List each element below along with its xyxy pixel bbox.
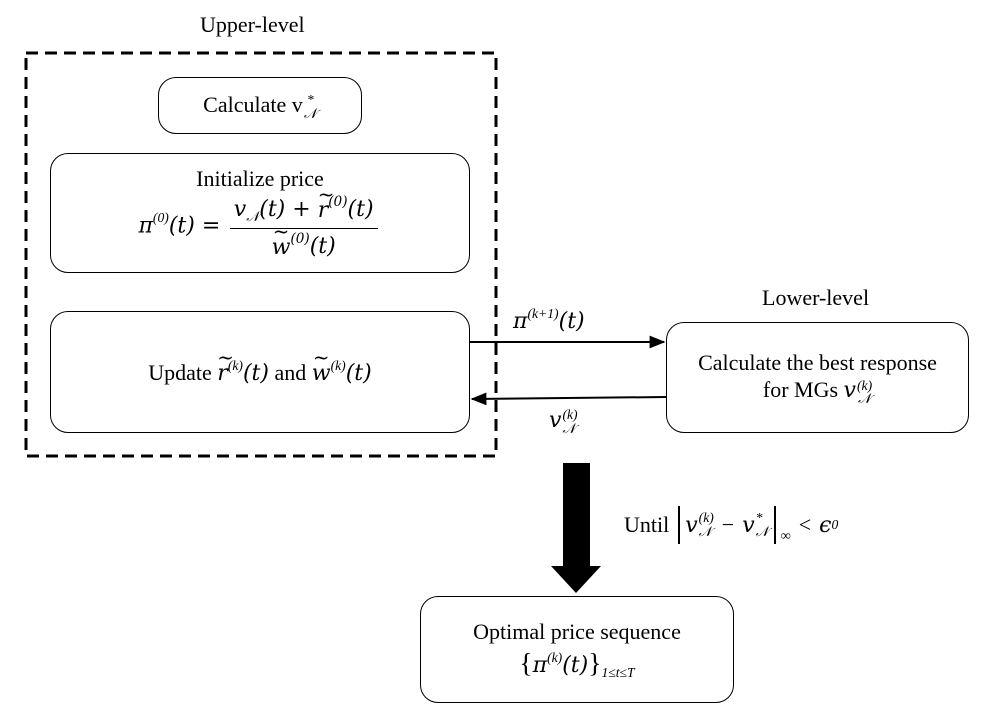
response-signal-label: v(k)𝒩 [549, 407, 578, 436]
price-signal-label: π(k+1)(t) [513, 306, 585, 335]
norm-bar-right [773, 506, 776, 544]
upper-level-label: Upper-level [200, 12, 305, 37]
norm-bar-left [678, 506, 681, 544]
price-fraction: v𝒩(t) + r(0)(t) w(0)(t) [229, 183, 378, 261]
initialize-price-box: Initialize price π(0)(t) = v𝒩(t) + r(0)(… [50, 153, 470, 273]
update-estimates-box: Update r(k)(t) and w(k)(t) [50, 311, 470, 433]
upper-level-dashed-frame [24, 51, 498, 458]
lower-level-label: Lower-level [762, 285, 870, 310]
best-response-line2: for MGs v(k)𝒩 [762, 377, 873, 407]
calculate-v-star-box: Calculate v*𝒩 [158, 77, 362, 134]
optimal-price-title: Optimal price sequence [473, 619, 681, 645]
calculate-v-star-text: Calculate v*𝒩 [203, 91, 317, 121]
optimal-price-set: {π(k)(t)}1≤t≤T [519, 646, 635, 680]
best-response-box: Calculate the best response for MGs v(k)… [666, 322, 969, 433]
arrow-to-upper-level [470, 392, 667, 406]
optimal-price-sequence-box: Optimal price sequence {π(k)(t)}1≤t≤T [420, 596, 734, 703]
convergence-down-arrow [551, 463, 601, 593]
best-response-line1: Calculate the best response [698, 349, 937, 375]
initialize-price-formula: π(0)(t) = v𝒩(t) + r(0)(t) w(0)(t) [138, 183, 381, 261]
initialize-price-title: Initialize price [196, 165, 324, 191]
update-estimates-text: Update r(k)(t) and w(k)(t) [148, 346, 371, 388]
